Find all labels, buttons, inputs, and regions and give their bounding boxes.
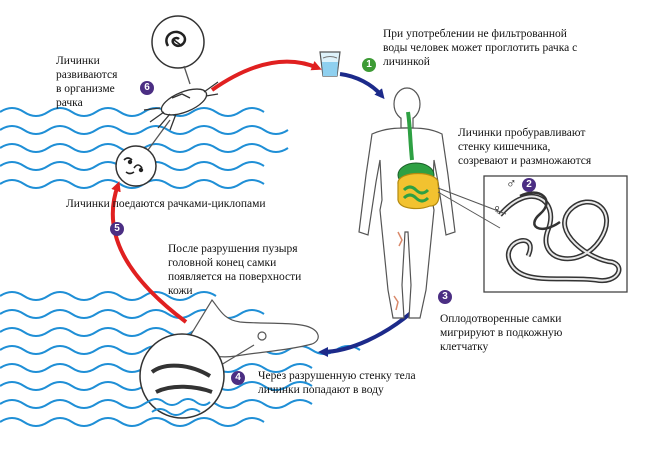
step-1-badge: 1 xyxy=(362,58,376,72)
step-2-badge: 2 xyxy=(522,178,536,192)
female-symbol: ♀ xyxy=(492,203,503,218)
arrow-water-to-copepod xyxy=(110,181,188,324)
step-3-badge: 3 xyxy=(438,290,452,304)
step-5-badge: 5 xyxy=(110,222,124,236)
step-4-caption: Через разрушенную стенку тела личинки по… xyxy=(258,370,416,396)
copepod-magnifier-bottom xyxy=(115,145,157,187)
worm-tracks-leg xyxy=(393,231,403,311)
step-6-badge: 6 xyxy=(140,81,154,95)
larvae-magnifier xyxy=(139,333,225,419)
step-4-badge: 4 xyxy=(231,371,245,385)
step-6-caption: Личинки развиваются в организме рачка xyxy=(56,55,118,109)
step-3-caption: Оплодотворенные самки мигрируют в подкож… xyxy=(440,313,563,353)
arrow-leg-to-foot xyxy=(318,310,414,357)
step-5-caption: Личинки поедаются рачками-циклопами xyxy=(66,198,266,210)
adult-worms-box xyxy=(437,175,628,293)
step-2-caption: Личинки пробуравливают стенку кишечника,… xyxy=(458,127,592,167)
blister-caption: После разрушения пузыря головной конец с… xyxy=(168,243,302,297)
arrow-copepod-to-glass xyxy=(210,59,322,92)
esophagus-path xyxy=(406,111,414,161)
arrow-glass-to-human xyxy=(339,72,385,100)
intestine-icon xyxy=(397,162,440,210)
step-1-caption: При употреблении не фильтрованной воды ч… xyxy=(383,28,578,68)
copepod-magnifier-top xyxy=(151,15,205,69)
male-symbol: ♂ xyxy=(506,177,517,192)
copepod-crustacean-icon xyxy=(143,65,219,151)
water-glass-icon xyxy=(319,51,341,77)
